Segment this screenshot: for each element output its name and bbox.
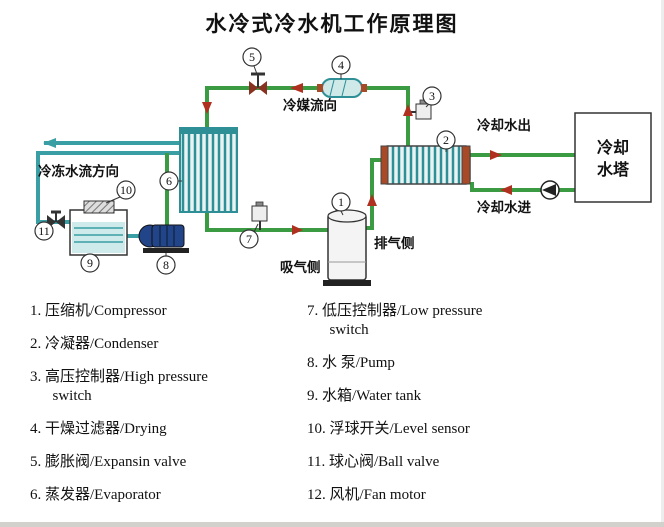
flow-arrows <box>43 83 512 235</box>
svg-text:6: 6 <box>166 174 172 188</box>
legend-item-condenser: 2. 冷凝器/Condenser <box>30 336 159 352</box>
legend-item-expansion-valve: 5. 膨胀阀/Expansin valve <box>30 454 187 470</box>
low-pressure-switch <box>251 201 268 230</box>
marker-11: 11 <box>34 221 54 241</box>
cooling-tower-label-line2: 水塔 <box>597 160 630 179</box>
legend-item-level-sensor: 10. 浮球开关/Level sensor <box>307 421 470 437</box>
marker-10: 10 <box>105 180 136 204</box>
svg-text:4: 4 <box>338 58 344 72</box>
legend-item-ball-valve: 11. 球心阀/Ball valve <box>307 454 440 470</box>
label-chilled-water-flow: 冷冻水流方向 <box>38 163 119 179</box>
diagram-labels: 冷媒流向 冷却水出 冷却水进 冷冻水流方向 排气侧 吸气侧 <box>38 97 531 275</box>
cooling-in-arrow-left <box>500 185 512 195</box>
suction-arrow-right <box>292 225 303 235</box>
svg-text:8: 8 <box>163 258 169 272</box>
circulation-pump-icon <box>540 180 560 200</box>
svg-text:7: 7 <box>246 232 252 246</box>
label-refrigerant-flow: 冷媒流向 <box>283 97 337 113</box>
window-edge-right <box>661 0 664 527</box>
marker-2: 2 <box>436 130 456 152</box>
drying-filter <box>317 78 367 98</box>
expansion-valve <box>249 72 267 95</box>
float-level-switch <box>83 200 115 214</box>
marker-8: 8 <box>156 253 176 275</box>
compressor <box>323 205 371 286</box>
marker-6: 6 <box>159 171 182 191</box>
marker-3: 3 <box>422 86 442 108</box>
pipe-compressor-suction <box>205 212 328 232</box>
legend: 1. 压缩机/Compressor 2. 冷凝器/Condenser 3. 高压… <box>0 296 664 522</box>
window-edge-bottom <box>0 522 664 527</box>
discharge-arrow-up <box>367 194 377 206</box>
refrigerant-arrow-left <box>290 83 303 93</box>
label-cooling-water-out: 冷却水出 <box>477 117 531 133</box>
svg-text:2: 2 <box>443 133 449 147</box>
water-tank <box>69 209 128 256</box>
legend-item-low-pressure-switch: 7. 低压控制器/Low pressure switch <box>307 303 483 338</box>
chiller-schematic: 冷却 水塔 <box>34 47 652 286</box>
svg-text:10: 10 <box>120 183 132 197</box>
marker-4: 4 <box>331 55 351 79</box>
cooling-tower: 冷却 水塔 <box>574 112 652 203</box>
water-pump <box>138 224 189 253</box>
legend-item-water-tank: 9. 水箱/Water tank <box>307 388 422 404</box>
marker-7: 7 <box>239 223 259 249</box>
svg-text:11: 11 <box>38 224 50 238</box>
legend-column-right: 7. 低压控制器/Low pressure switch 8. 水 泵/Pump… <box>307 302 482 519</box>
svg-text:9: 9 <box>87 256 93 270</box>
legend-item-fan-motor: 12. 风机/Fan motor <box>307 487 426 503</box>
marker-1: 1 <box>331 192 351 216</box>
chilled-water-arrow-left <box>43 138 56 148</box>
svg-text:3: 3 <box>429 89 435 103</box>
cooling-tower-label-line1: 冷却 <box>597 138 629 157</box>
pipe-compressor-discharge <box>366 158 383 230</box>
legend-column-left: 1. 压缩机/Compressor 2. 冷凝器/Condenser 3. 高压… <box>30 302 208 519</box>
evaporator-inlet-arrow-down <box>202 102 212 114</box>
condenser <box>380 145 471 185</box>
cooling-water-pipes <box>470 153 575 192</box>
legend-item-drying-filter: 4. 干燥过滤器/Drying <box>30 421 167 437</box>
marker-9: 9 <box>80 253 100 273</box>
legend-item-evaporator: 6. 蒸发器/Evaporator <box>30 487 161 503</box>
cooling-out-arrow-right <box>490 150 502 160</box>
evaporator <box>179 127 238 213</box>
page-title: 水冷式冷水机工作原理图 <box>205 12 459 36</box>
marker-5: 5 <box>242 47 262 75</box>
label-discharge-side: 排气侧 <box>374 235 415 251</box>
legend-item-pump: 8. 水 泵/Pump <box>307 355 395 371</box>
svg-text:1: 1 <box>338 195 344 209</box>
svg-text:5: 5 <box>249 50 255 64</box>
label-cooling-water-in: 冷却水进 <box>477 199 531 215</box>
condenser-outlet-arrow-up <box>403 104 413 116</box>
legend-item-high-pressure-switch: 3. 高压控制器/High pressure switch <box>30 369 208 404</box>
legend-item-compressor: 1. 压缩机/Compressor <box>30 303 167 319</box>
label-suction-side: 吸气侧 <box>280 259 321 275</box>
